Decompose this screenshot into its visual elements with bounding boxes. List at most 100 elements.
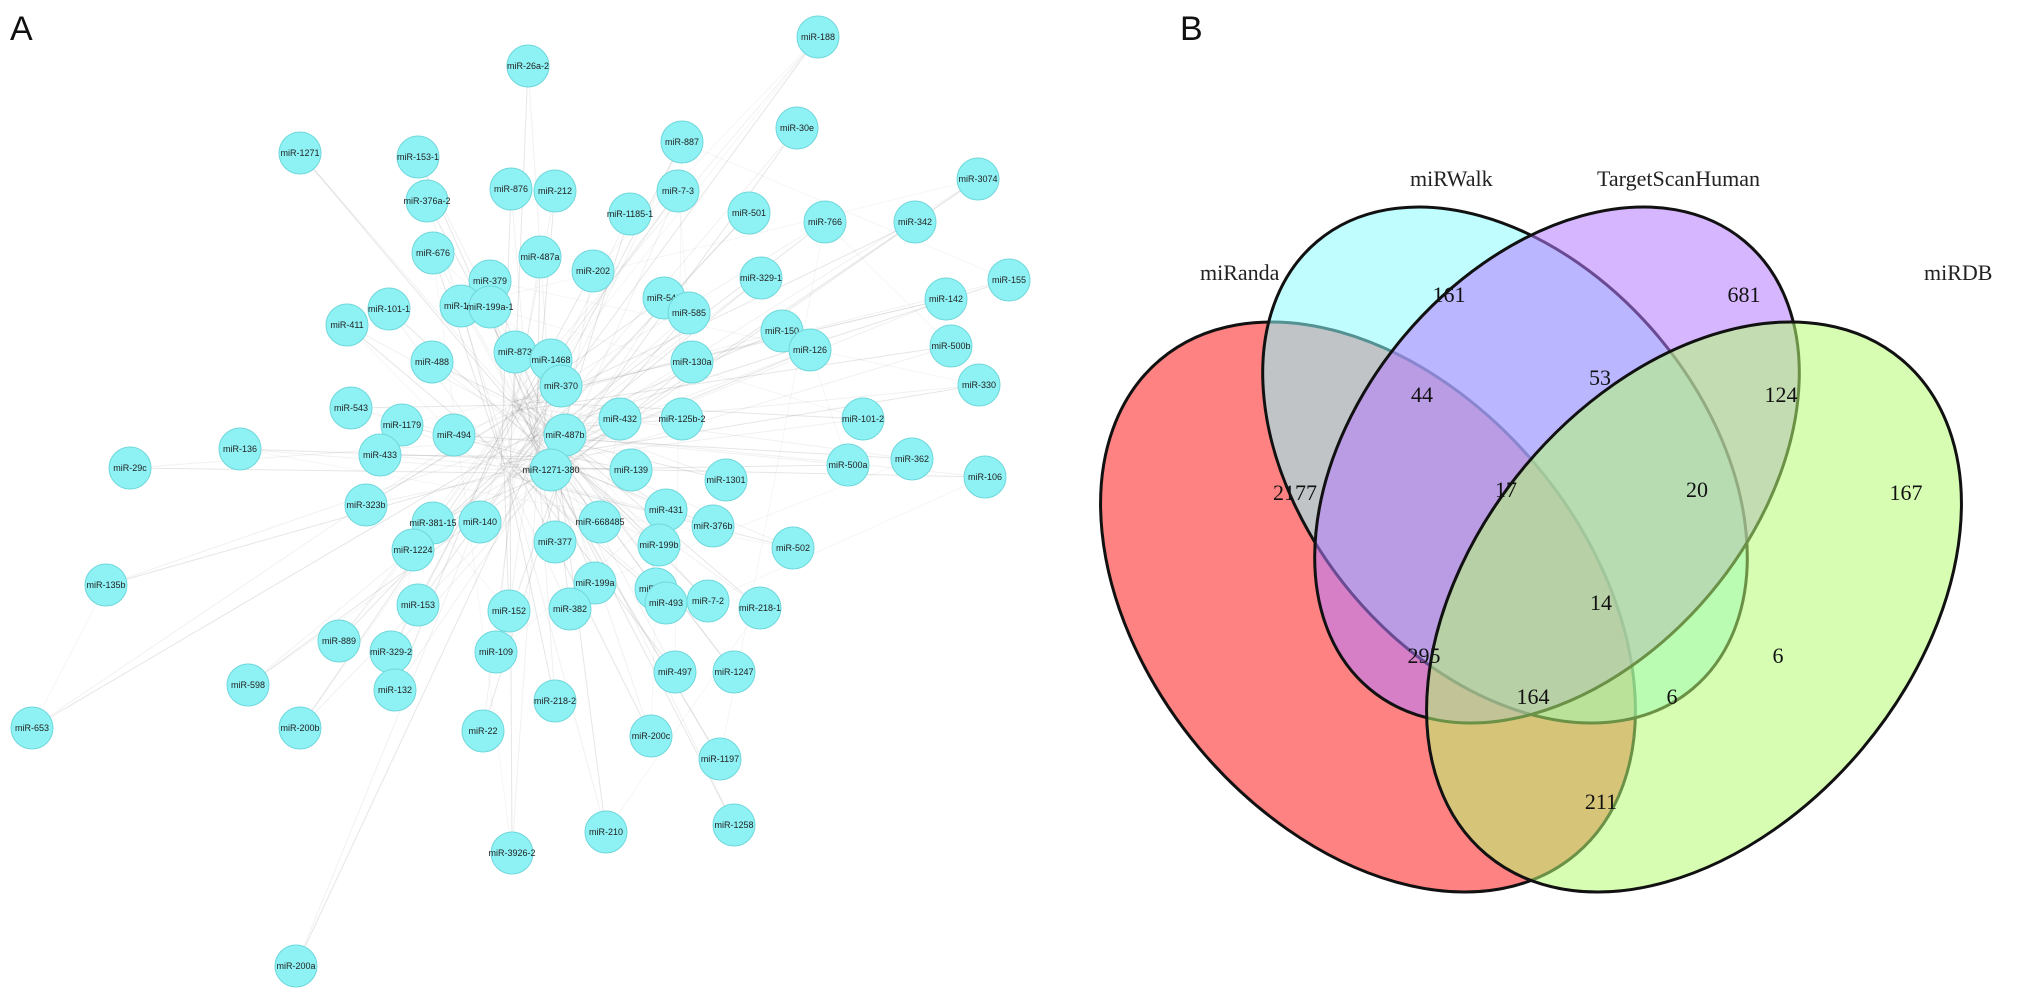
network-edge [489,306,541,442]
network-edge [530,440,721,760]
network-node-label: miR-1301 [706,475,745,485]
network-node-label: miR-382 [553,604,587,614]
network-node: miR-1224 [391,528,435,572]
network-node-label: miR-1271 [280,148,319,158]
network-node-circle [629,714,673,758]
network-node: miR-26a-2 [506,44,550,88]
network-node-label: miR-497 [658,667,692,677]
network-node-label: miR-598 [231,680,265,690]
network-edge [528,221,916,409]
network-node: miR-887 [660,120,704,164]
network-node: miR-342 [893,200,937,244]
network-node: miR-876 [489,167,533,211]
network-node: miR-329-1 [739,256,783,300]
network-node: miR-502 [771,526,815,570]
count-mirdb-only: 167 [1890,480,1923,505]
network-node-label: miR-109 [479,647,513,657]
network-node: miR-142 [924,277,968,321]
network-edge [506,466,607,833]
network-node-label: miR-376a-2 [403,196,450,206]
count-miranda-targetscanhuman-mirdb: 164 [1517,684,1550,709]
network-node-circle [698,737,742,781]
network-node-circle [771,526,815,570]
network-edge [346,324,550,436]
network-node-circle [670,340,714,384]
network-node: miR-139 [609,448,653,492]
network-node-label: miR-342 [898,217,932,227]
network-node: miR-218-1 [738,586,782,630]
network-node: miR-101-2 [841,397,885,441]
network-node-circle [405,179,449,223]
network-node-circle [468,285,512,329]
network-node-label: miR-887 [665,137,699,147]
network-edge [553,345,952,467]
network-node-circle [278,706,322,750]
network-node-label: miR-130a [672,357,711,367]
network-node-label: miR-3074 [958,174,997,184]
network-edge [556,456,607,833]
network-node-label: miR-200a [276,961,315,971]
network-node-circle [584,810,628,854]
panel-a-label: A [10,10,33,48]
count-targetscanhuman-mirdb: 124 [1765,382,1798,407]
network-node: miR-22 [461,709,505,753]
network-node: miR-487a [518,235,562,279]
network-node-circle [987,258,1031,302]
network-node: miR-1301 [704,458,748,502]
network-node-label: miR-381-15 [409,518,456,528]
network-node-circle [329,386,373,430]
network-node-circle [598,397,642,441]
network-node-label: miR-432 [603,414,637,424]
network-node-label: miR-411 [330,320,363,330]
network-node-label: miR-200c [632,731,671,741]
set-label-targetscanhuman: TargetScanHuman [1597,166,1760,191]
network-node: miR-200c [629,714,673,758]
network-node-label: miR-150 [765,326,799,336]
network-node: miR-382 [548,587,592,631]
network-node: miR-29c [108,446,152,490]
network-node: miR-126 [788,328,832,372]
network-node: miR-500a [826,443,870,487]
network-node-circle [667,291,711,335]
network-edge [394,404,512,691]
network-node-circle [963,455,1007,499]
network-node-circle [317,619,361,663]
count-miranda-mirdb: 211 [1585,789,1617,814]
network-edge [460,305,508,474]
network-node-circle [712,650,756,694]
network-node-label: miR-1185-1 [607,209,653,219]
network-node-label: miR-873 [498,347,532,357]
network-node: miR-585 [667,291,711,335]
network-node-circle [704,458,748,502]
count-mirwalk-only: 161 [1433,282,1466,307]
network-node: miR-493 [644,581,688,625]
count-miranda-mirwalk: 44 [1411,382,1433,407]
network-edge [350,404,518,409]
network-edge [388,308,505,471]
network-node-label: miR-188 [801,32,835,42]
network-node-label: miR-876 [494,184,528,194]
network-node-circle [656,169,700,213]
network-edge [707,476,986,602]
network-node: miR-500b [929,324,973,368]
network-edge [510,188,532,436]
network-node-circle [325,303,369,347]
network-node: miR-1179 [380,403,424,447]
network-node-label: miR-134 [444,301,478,311]
count-mirwalk-targetscanhuman: 53 [1589,365,1611,390]
network-edge [379,454,564,458]
network-node: miR-140 [458,500,502,544]
count-miranda-mirwalk-mirdb: 6 [1667,684,1678,709]
network-edge [31,584,107,729]
network-node-circle [84,563,128,607]
network-node: miR-130a [670,340,714,384]
network-node-label: miR-766 [808,217,842,227]
network-edge [513,345,952,412]
network-edge [247,462,555,686]
network-edge [379,454,514,468]
network-node-label: miR-1247 [714,667,753,677]
set-label-mirdb: miRDB [1924,260,1992,285]
network-node-label: miR-376b [693,521,732,531]
network-node-label: miR-889 [322,636,356,646]
